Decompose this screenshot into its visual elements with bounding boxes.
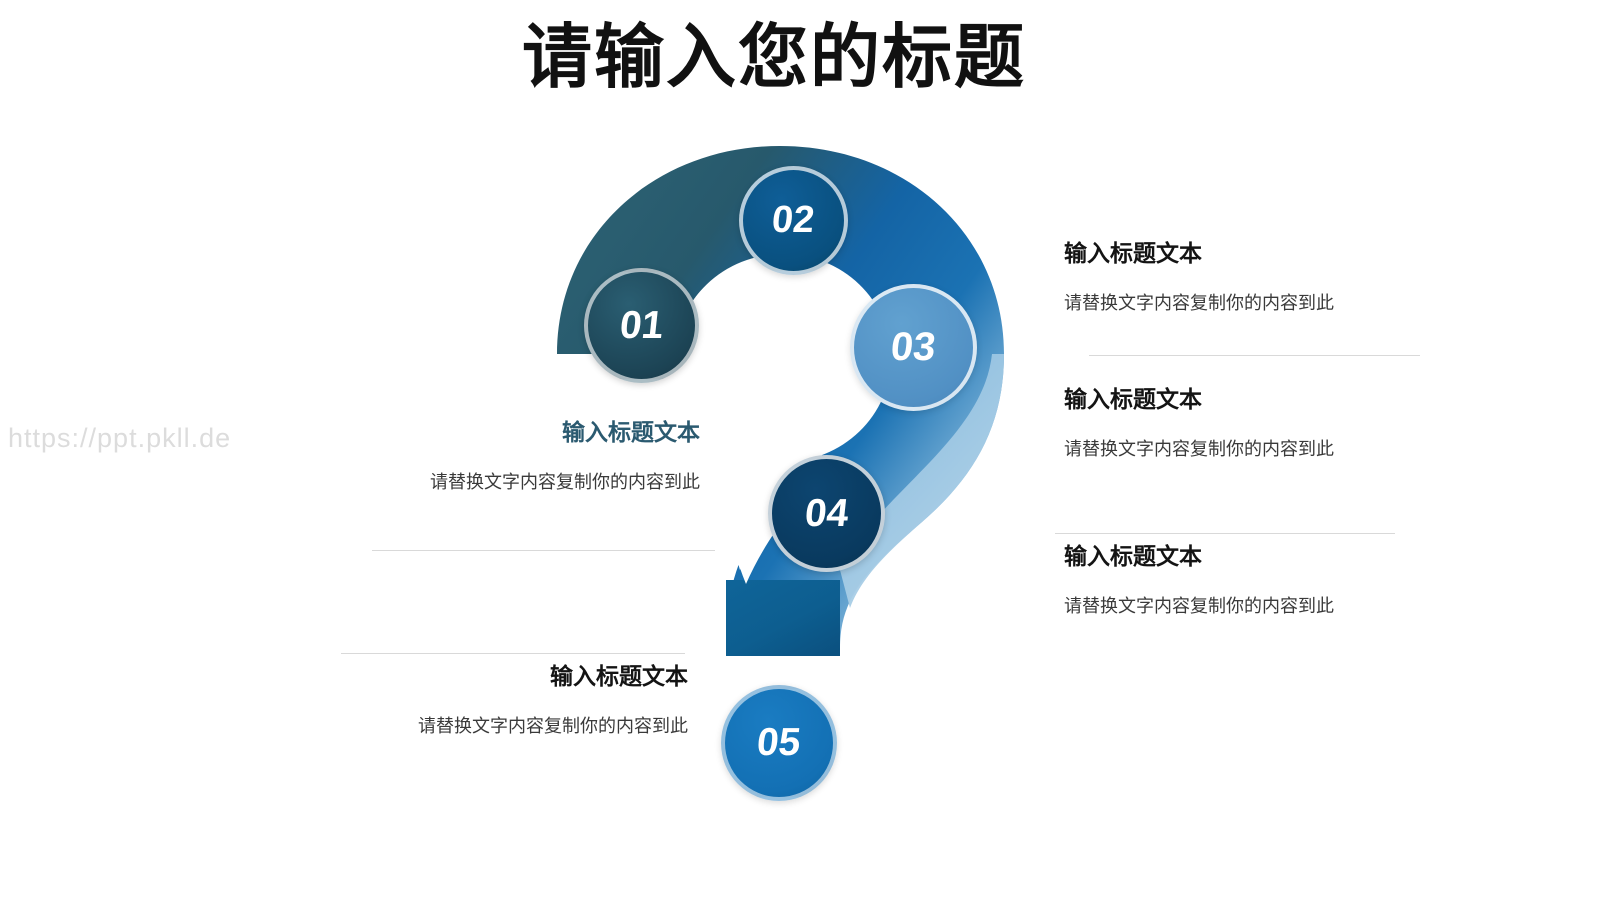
text-block-right-1-title: 输入标题文本	[1064, 240, 1202, 266]
text-block-right-1-body: 请替换文字内容复制你的内容到此	[1064, 292, 1334, 313]
text-block-right-1: 输入标题文本 请替换文字内容复制你的内容到此	[1064, 239, 1484, 316]
text-block-left-1-title: 输入标题文本	[562, 419, 700, 445]
step-circle-05[interactable]: 05	[721, 685, 837, 801]
step-circle-01-label: 01	[617, 303, 666, 347]
text-block-left-2-body: 请替换文字内容复制你的内容到此	[418, 715, 688, 736]
step-circle-03-label: 03	[888, 325, 939, 369]
step-circle-01[interactable]: 01	[584, 268, 699, 383]
text-block-right-2: 输入标题文本 请替换文字内容复制你的内容到此	[1064, 385, 1484, 462]
divider-right-2	[1055, 533, 1395, 534]
divider-right-1	[1089, 355, 1420, 356]
divider-left-1	[372, 550, 715, 551]
text-block-left-2: 输入标题文本 请替换文字内容复制你的内容到此	[268, 662, 688, 739]
step-circle-05-label: 05	[755, 721, 803, 764]
text-block-right-3-title: 输入标题文本	[1064, 543, 1202, 569]
question-mark-diagram	[540, 140, 1060, 830]
qmark-tail-fade	[840, 354, 1004, 608]
text-block-left-1-body: 请替换文字内容复制你的内容到此	[430, 471, 700, 492]
step-circle-03[interactable]: 03	[850, 284, 977, 411]
watermark-url: https://ppt.pkll.de	[8, 423, 232, 453]
question-mark-icon	[557, 146, 1004, 656]
step-circle-02[interactable]: 02	[739, 166, 848, 275]
text-block-right-3-body: 请替换文字内容复制你的内容到此	[1064, 595, 1334, 616]
text-block-left-2-title: 输入标题文本	[550, 663, 688, 689]
page-title: 请输入您的标题	[522, 18, 1026, 96]
qmark-stem-shape	[726, 580, 840, 656]
step-circle-02-label: 02	[770, 199, 817, 241]
step-circle-04-label: 04	[802, 491, 851, 535]
step-circle-04[interactable]: 04	[768, 455, 885, 572]
divider-left-2	[341, 653, 685, 654]
text-block-right-2-title: 输入标题文本	[1064, 386, 1202, 412]
text-block-left-1: 输入标题文本 请替换文字内容复制你的内容到此	[300, 418, 700, 495]
text-block-right-2-body: 请替换文字内容复制你的内容到此	[1064, 438, 1334, 459]
text-block-right-3: 输入标题文本 请替换文字内容复制你的内容到此	[1064, 542, 1484, 619]
